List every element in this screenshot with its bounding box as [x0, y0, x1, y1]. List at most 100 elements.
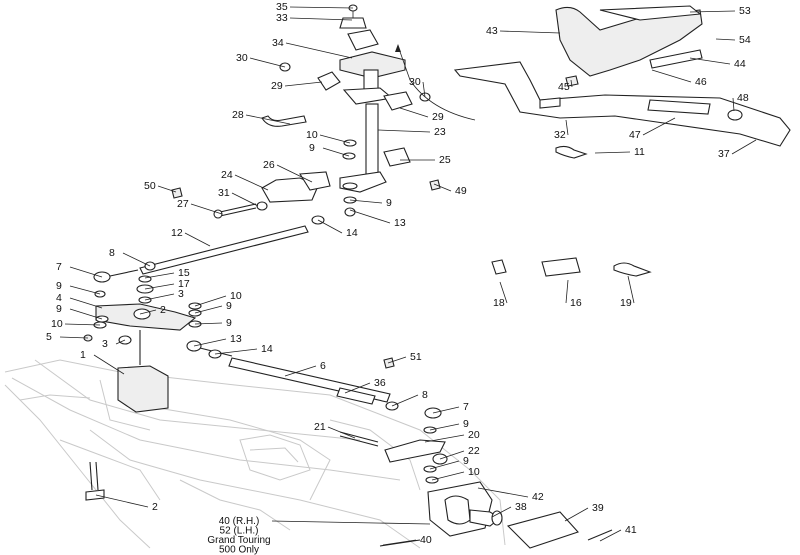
callout-c24: 24 — [221, 169, 269, 191]
callout-c11: 11 — [594, 146, 645, 158]
leader-line — [289, 6, 354, 9]
callout-c19: 19 — [620, 275, 635, 309]
leader-line — [499, 281, 508, 304]
callout-number: 23 — [434, 126, 446, 138]
callout-c6: 6 — [284, 360, 326, 377]
handlebar-assembly — [395, 5, 791, 159]
callout-number: 47 — [629, 129, 641, 141]
callout-c42: 42 — [477, 487, 544, 503]
leader-line — [285, 42, 353, 59]
callout-c31: 31 — [218, 187, 259, 207]
leader-line — [382, 539, 417, 546]
callout-c54: 54 — [715, 34, 751, 46]
callout-c17: 17 — [144, 278, 190, 290]
callout-number: 2 — [160, 304, 166, 316]
leader-line — [422, 81, 426, 98]
callout-number: 39 — [592, 502, 604, 514]
leader-line — [627, 275, 635, 304]
callout-c1: 1 — [80, 349, 125, 375]
leader-line — [284, 365, 317, 377]
leader-line — [95, 494, 149, 508]
callout-number: 53 — [739, 5, 751, 17]
callout-c9h: 9 — [429, 455, 469, 470]
leader-line — [214, 348, 258, 355]
callout-c7b: 7 — [432, 401, 469, 414]
callout-c12: 12 — [171, 227, 211, 247]
leader-line — [433, 183, 452, 192]
leader-line — [184, 232, 211, 247]
left-steering-arm-assembly — [83, 269, 399, 501]
callout-c34: 34 — [272, 37, 353, 59]
callout-number: 6 — [320, 360, 326, 372]
leader-line — [432, 406, 460, 414]
callout-c14b: 14 — [214, 343, 273, 355]
callout-number: 32 — [554, 129, 566, 141]
callout-number: 3 — [178, 288, 184, 300]
callout-c16: 16 — [565, 279, 582, 309]
callout-number: 3 — [102, 338, 108, 350]
callout-c2c: 2 — [139, 304, 166, 316]
note-line: 40 (R.H.) — [219, 516, 260, 527]
callout-c13a: 13 — [349, 209, 406, 229]
callout-c3b: 3 — [102, 338, 126, 350]
callout-c33: 33 — [276, 12, 353, 24]
leader-line — [429, 423, 460, 431]
callout-number: 18 — [493, 297, 505, 309]
callout-number: 8 — [109, 247, 115, 259]
callout-number: 15 — [178, 267, 190, 279]
leader-line — [387, 356, 407, 364]
leader-line — [439, 450, 465, 460]
leader-line — [93, 354, 125, 375]
callout-number: 10 — [230, 290, 242, 302]
leader-line — [245, 114, 291, 125]
callout-c53: 53 — [689, 5, 751, 17]
callout-number: 29 — [432, 111, 444, 123]
callout-c25: 25 — [400, 154, 451, 166]
callout-c40b: 40 — [382, 534, 432, 546]
callout-number: 19 — [620, 297, 632, 309]
leader-line — [249, 57, 286, 68]
note-line: 500 Only — [219, 545, 259, 555]
callout-c2: 2 — [95, 494, 158, 513]
leader-line — [69, 285, 101, 295]
callout-c9g: 9 — [429, 418, 469, 431]
callout-number: 9 — [226, 300, 232, 312]
callout-c20: 20 — [424, 429, 480, 443]
callout-c22: 22 — [439, 445, 480, 460]
leader-line — [284, 81, 323, 87]
callout-number: 9 — [386, 197, 392, 209]
leader-line — [565, 119, 569, 136]
callout-c3a: 3 — [144, 288, 184, 301]
callout-number: 20 — [468, 429, 480, 441]
callout-c9a: 9 — [309, 142, 350, 157]
leader-line — [69, 297, 103, 309]
leader-line — [377, 129, 431, 133]
leader-line — [234, 174, 269, 191]
callout-c50: 50 — [144, 180, 177, 193]
callout-number: 17 — [178, 278, 190, 290]
leader-line — [231, 192, 259, 207]
callout-number: 29 — [271, 80, 283, 92]
leader-line — [391, 394, 419, 407]
callout-number: 9 — [463, 455, 469, 467]
leader-line — [499, 30, 561, 34]
callout-number: 37 — [718, 148, 730, 160]
callout-number: 51 — [410, 351, 422, 363]
callout-c10a: 10 — [306, 129, 351, 144]
leader-line — [429, 460, 460, 470]
callout-c15: 15 — [144, 267, 190, 279]
callout-number: 46 — [695, 76, 707, 88]
callout-c27: 27 — [177, 198, 223, 215]
callout-number: 10 — [468, 466, 480, 478]
callout-c9c: 9 — [56, 280, 101, 295]
leader-line — [732, 97, 735, 112]
leader-line — [399, 107, 429, 118]
leader-line — [122, 252, 151, 267]
callout-number: 1 — [80, 349, 86, 361]
callout-number: 16 — [570, 297, 582, 309]
callout-number: 4 — [56, 292, 62, 304]
callout-number: 7 — [463, 401, 469, 413]
callout-number: 9 — [463, 418, 469, 430]
